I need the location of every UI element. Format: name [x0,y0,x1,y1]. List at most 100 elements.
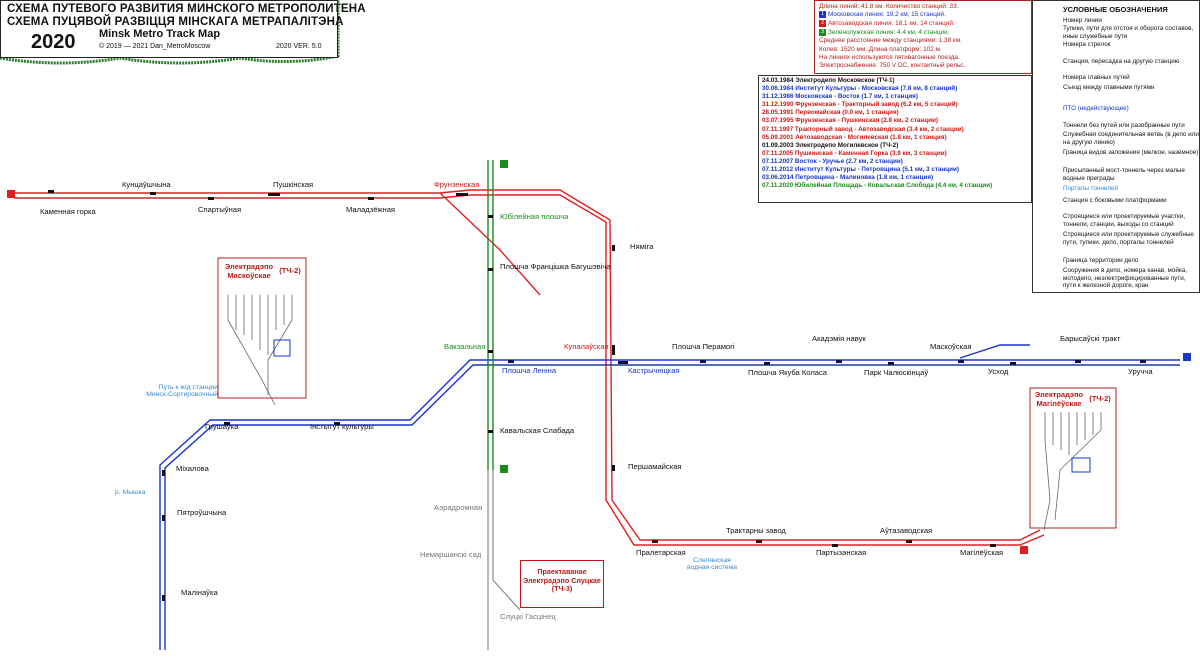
green-line [487,160,494,470]
station-yubileynaya: Юбілейная плошча [500,212,569,221]
depot-maskouskae-tracks [227,295,293,406]
station-kamennaya-gorka: Каменная горка [40,207,96,216]
legend-title: УСЛОВНЫЕ ОБОЗНАЧЕНИЯ [1063,5,1168,14]
copyright: © 2019 — 2021 Dan_MetroMoscow [99,43,211,50]
station-pershamayskaya: Першамайская [628,462,682,471]
info-line-1-text: Московская линия: 19.2 км, 15 станций. [828,11,946,19]
station-partyzanskaya: Партызанская [816,548,867,557]
station-spartyunaya: Спартыўная [198,205,242,214]
legend-item: Станция, пересадка на другую станцию [1063,58,1180,65]
station-maladzyozhnaya: Маладзёжная [346,205,396,214]
station-slutski-gastsinets: Слуцкі Гасцінец [500,612,556,621]
line-2-badge: 2 [819,20,826,27]
station-ploshcha-bahushevicha: Плошча Францішка Багушэвіча [500,262,611,271]
depot-maskouskae-code: (ТЧ-2) [279,266,301,275]
station-grushauka: Грушаўка [205,422,239,431]
history-entry: 07.11.2005 Пушкинская - Каменная Горка (… [762,149,947,157]
title-by: СХЕМА ПУЦЯВОЙ РАЗВІЦЦЯ МІНСКАГА МЕТРАПАЛ… [7,16,344,28]
red-line [14,189,1045,546]
depot-maskouskae-building [273,339,291,357]
station-traktarny-zavod: Трактарны завод [726,526,786,535]
station-maskouskaya: Маскоўская [930,342,972,351]
station-autazavodskaya: Аўтазаводская [880,526,933,535]
river-note: р. Мышка [115,489,146,496]
history-entry: 07.11.2007 Восток - Уручье (2.7 км, 2 ст… [762,157,903,165]
station-akademiya-navuk: Акадэмія навук [812,334,866,343]
history-entry: 07.11.2012 Институт Культуры - Петровщин… [762,166,960,174]
info-gauge: Колея: 1520 мм. Длина платформ: 102 м. [819,45,942,53]
info-power: Электроснабжение: 750 V DC, контактный р… [819,62,966,70]
title-year: 2020 [31,31,76,53]
depot-maskouskae-outline [217,257,307,399]
station-park-chaluskintsau: Парк Чалюскінцаў [864,368,929,377]
history-entry: 03.07.1995 Фрунзенская - Пушкинская (2.8… [762,117,938,125]
legend-item: Номера стрелок [1063,41,1111,48]
legend-item: Порталы тоннелей [1063,185,1118,192]
title-block: СХЕМА ПУТЕВОГО РАЗВИТИЯ МИНСКОГО МЕТРОПО… [0,0,366,58]
blue-line [159,344,1180,650]
info-distance: Среднее расстояние между станциями: 1.38… [819,37,962,45]
depot-magileuskae-outline [1029,387,1117,529]
depot-slutskae-box [520,560,604,608]
line-1-badge: 1 [819,11,826,19]
legend-item: Присыпанный мост-тоннель через малые вод… [1063,167,1185,182]
station-uruchcha: Уручча [1128,367,1153,376]
line-badges [7,160,1191,554]
legend-item: ПТО (недействующее) [1063,105,1129,112]
history-entry: 28.05.1991 Первомайская (0.0 км, 1 станц… [762,109,899,117]
station-barysauski-trakt: Барысаўскі тракт [1060,334,1121,343]
legend-item: Номер линии [1063,17,1102,24]
history-entry: 31.12.1990 Фрунзенская - Тракторный заво… [762,101,958,109]
line-3-badge: 3 [819,28,826,36]
station-kavalskaya-sloboda: Кавальская Слабада [500,426,575,435]
station-instytut-kultury: Інстытут культуры [310,422,374,431]
depot-magileuskae-label: Электрадэпо Магілёўскае [1034,390,1084,408]
info-line-2-text: Автозаводская линия: 18.1 км, 14 станций… [828,20,955,28]
legend-item: Тупики, пути для отстоя и оборота состав… [1063,25,1194,40]
garland-decoration [0,0,340,65]
legend-item: Строящиеся или проектируемые участки, то… [1063,213,1186,228]
legend-item: Граница территории депо [1063,257,1139,264]
title-en: Minsk Metro Track Map [99,28,221,40]
depot-magileuskae-tracks [1043,412,1102,531]
station-aeradromnaya: Аэрадромная [434,503,483,512]
history-entry: 30.06.1984 Институт Культуры - Московска… [762,85,958,93]
station-praletarskaya: Пралетарская [636,548,686,557]
depot-slutskae-label: Праектаванае Электрадэпо Слуцкае (ТЧ-3) [523,567,601,593]
station-nyamiga: Няміга [630,242,654,251]
legend-item: Сооружения в депо, номера канав, мойка, … [1063,267,1188,289]
depot-magileuskae-code: (ТЧ-2) [1089,394,1111,403]
station-ploshcha-peramogi: Плошча Перамогі [672,342,735,351]
station-magileuskaya: Магілёўская [960,548,1004,557]
station-vakzalnaya: Вакзальная [444,342,486,351]
station-ploshcha-lenina: Плошча Леніна [502,366,557,375]
legend-item: Служебная соединительная ветвь (в депо и… [1063,131,1199,146]
history-box: 24.03.1984 Электродепо Московское (ТЧ-1)… [758,75,1032,203]
history-entry: 05.09.2001 Автозаводская - Могилевская (… [762,133,947,141]
legend: УСЛОВНЫЕ ОБОЗНАЧЕНИЯ Номер линии Тупики,… [1032,0,1200,293]
station-kastrychnitskaya: Кастрычніцкая [628,366,680,375]
planned-extension [487,470,521,650]
station-frunzenskaya: Фрунзенская [434,180,480,189]
title-ru: СХЕМА ПУТЕВОГО РАЗВИТИЯ МИНСКОГО МЕТРОПО… [7,3,366,15]
station-markers [48,190,1146,601]
legend-item: Станция с боковыми платформами [1063,197,1167,204]
history-entry: 07.11.2020 Юбилейная Площадь - Ковальска… [762,182,993,190]
depot-magileuskae-building [1071,457,1091,473]
legend-item: Тоннели без путей или разобранные пути [1063,122,1185,129]
station-mikhalova: Міхалова [176,464,209,473]
station-pushkinskaya: Пушкінская [273,180,314,189]
station-kuntsaushchyna: Кунцаўшчына [122,180,171,189]
station-uskhod: Усход [988,367,1009,376]
legend-item: Строящиеся или проектируемые служебные п… [1063,231,1194,246]
legend-item: Съезд между главными путями [1063,84,1155,91]
depot-maskouskae-label: Электрадэпо Маскоўскае [224,262,274,280]
info-line-3-text: Зеленолужская линия: 4.4 км, 4 станции. [828,28,950,36]
water-note: Слепянская водная система [686,557,738,571]
legend-item: Номера главных путей [1063,74,1130,81]
station-piatroushchyna: Пятроўшчына [177,508,227,517]
info-length: Длина линий: 41.8 км. Количество станций… [819,3,959,10]
